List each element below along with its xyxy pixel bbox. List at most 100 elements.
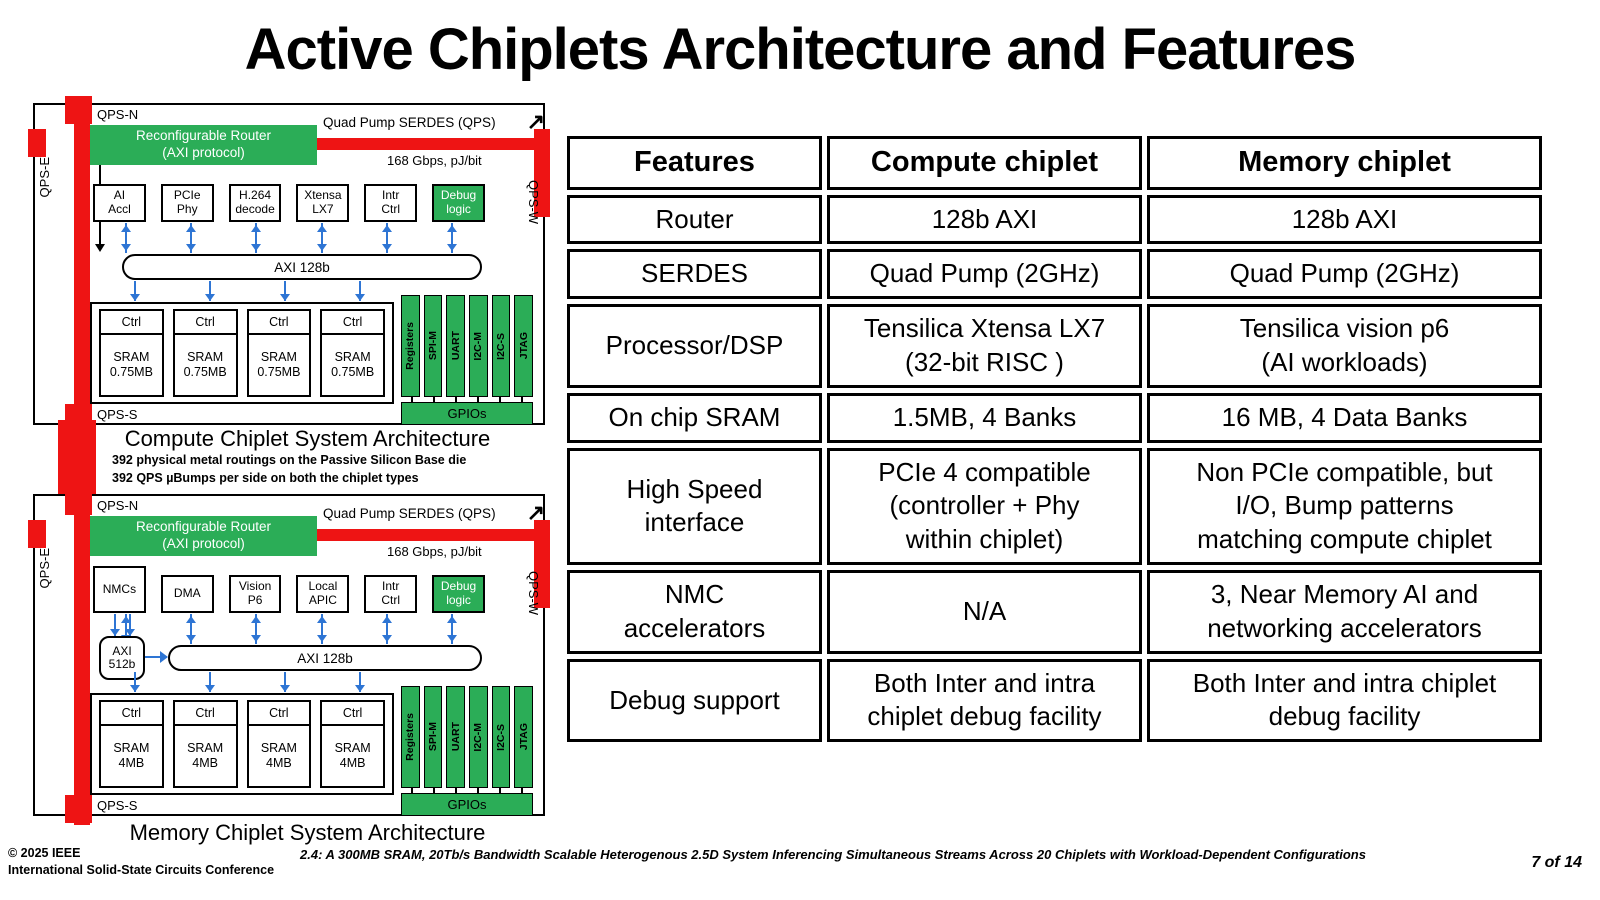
tick bbox=[521, 397, 523, 403]
serdes-arrow-icon: ↗ bbox=[526, 109, 545, 134]
compute-cell: 128b AXI bbox=[827, 194, 1142, 245]
feature-cell: Debug support bbox=[567, 658, 822, 743]
qps-vertical-bus-bar bbox=[74, 489, 90, 825]
qps-west-bump bbox=[534, 129, 550, 217]
down-arrow-icon bbox=[109, 614, 120, 636]
peripheral-registers: Registers bbox=[401, 295, 420, 397]
qps-vertical-bus-bar bbox=[74, 98, 90, 434]
bank-sram-box: SRAM 4MB bbox=[320, 726, 385, 788]
ip-block-intr-ctrl: Intr Ctrl bbox=[364, 575, 418, 613]
down-arrow-icon bbox=[279, 672, 290, 692]
footer-copyright-block: © 2025 IEEE International Solid-State Ci… bbox=[8, 845, 274, 879]
sram-bank: Ctrl SRAM 4MB bbox=[246, 700, 312, 788]
peripheral-label: UART bbox=[449, 331, 462, 361]
double-arrow-icon bbox=[251, 223, 262, 253]
down-arrow-icon bbox=[204, 672, 215, 692]
inter-chiplet-qps-bar bbox=[58, 420, 96, 498]
down-arrow-icon bbox=[129, 672, 140, 692]
table-row: Router 128b AXI 128b AXI bbox=[567, 194, 1542, 245]
bank-sram-box: SRAM 0.75MB bbox=[320, 335, 385, 397]
tick bbox=[521, 788, 523, 794]
serdes-rate-label: 168 Gbps, pJ/bit bbox=[387, 153, 482, 168]
ip-block-vision-p6: Vision P6 bbox=[228, 575, 282, 613]
bank-ctrl-box: Ctrl bbox=[246, 700, 312, 726]
bank-ctrl-box: Ctrl bbox=[320, 700, 385, 726]
axi-128b-bus: AXI 128b bbox=[168, 645, 482, 671]
qps-e-label: QPS-E bbox=[37, 157, 52, 198]
qps-north-bump bbox=[65, 96, 92, 124]
peripheral-spi-m: SPI-M bbox=[423, 686, 443, 788]
down-arrow-icon bbox=[204, 281, 215, 301]
compute-cell: 1.5MB, 4 Banks bbox=[827, 392, 1142, 443]
down-arrow-icon bbox=[124, 614, 135, 636]
bus-connectors bbox=[93, 614, 485, 644]
peripheral-jtag: JTAG bbox=[514, 295, 534, 397]
reconfigurable-router-box: Reconfigurable Router (AXI protocol) bbox=[90, 516, 317, 556]
peripheral-label: JTAG bbox=[517, 332, 530, 360]
serdes-label: Quad Pump SERDES (QPS) bbox=[323, 115, 496, 130]
memory-cell: 3, Near Memory AI and networking acceler… bbox=[1147, 570, 1542, 654]
down-arrow-icon bbox=[279, 281, 290, 301]
double-arrow-icon bbox=[120, 223, 131, 253]
peripheral-label: UART bbox=[449, 722, 462, 752]
tick bbox=[455, 397, 457, 403]
sram-bank: Ctrl SRAM 0.75MB bbox=[320, 309, 385, 397]
down-arrow-icon bbox=[354, 281, 365, 301]
bus-connectors bbox=[93, 223, 485, 253]
sram-bank: Ctrl SRAM 4MB bbox=[320, 700, 385, 788]
compute-chiplet-diagram: ↗ QPS-N QPS-E QPS-W QPS-S Reconfigurable… bbox=[28, 96, 550, 434]
ip-block-row: NMCs DMA Vision P6 Local APIC Intr Ctrl … bbox=[93, 566, 485, 613]
sram-bank-array: Ctrl SRAM 0.75MB Ctrl SRAM 0.75MB Ctrl S… bbox=[90, 302, 394, 404]
qps-s-label: QPS-S bbox=[97, 407, 138, 422]
page-number: 7 of 14 bbox=[1531, 854, 1582, 871]
double-arrow-icon bbox=[316, 614, 327, 644]
peripheral-i2c-m: I2C-M bbox=[469, 295, 488, 397]
header-features: Features bbox=[567, 136, 822, 190]
peripheral-label: Registers bbox=[404, 713, 417, 761]
memory-diagram-caption: Memory Chiplet System Architecture bbox=[129, 820, 486, 845]
tick bbox=[477, 788, 479, 794]
table-row: High Speed interface PCIe 4 compatible (… bbox=[567, 447, 1542, 566]
bank-ctrl-box: Ctrl bbox=[246, 309, 312, 335]
conference-line: International Solid-State Circuits Confe… bbox=[8, 862, 275, 877]
peripheral-column: Registers SPI-M UART I2C-M I2C-S JTAG bbox=[401, 686, 534, 788]
ip-block-local-apic: Local APIC bbox=[296, 575, 350, 613]
peripheral-label: I2C-M bbox=[472, 331, 485, 361]
peripheral-label: Registers bbox=[404, 322, 417, 370]
ip-block-intr-ctrl: Intr Ctrl bbox=[364, 184, 418, 222]
ip-block-pcie-phy: PCIe Phy bbox=[160, 184, 214, 222]
peripheral-i2c-m: I2C-M bbox=[469, 686, 488, 788]
tick bbox=[499, 397, 501, 403]
memory-cell: 128b AXI bbox=[1147, 194, 1542, 245]
sram-bank: Ctrl SRAM 4MB bbox=[172, 700, 238, 788]
qps-w-label: QPS-W bbox=[526, 571, 541, 616]
feature-cell: NMC accelerators bbox=[567, 570, 822, 654]
bank-ctrl-box: Ctrl bbox=[99, 309, 164, 335]
ip-block-ai-accl: AI Accl bbox=[93, 184, 146, 222]
sram-bank-array: Ctrl SRAM 4MB Ctrl SRAM 4MB Ctrl SRAM 4M… bbox=[90, 693, 394, 795]
ip-block-debug-logic: Debug logic bbox=[432, 184, 485, 222]
gpio-box: GPIOs bbox=[401, 793, 533, 816]
qps-east-bump bbox=[28, 520, 46, 548]
qps-north-bump bbox=[65, 487, 92, 515]
memory-cell: 16 MB, 4 Data Banks bbox=[1147, 392, 1542, 443]
feature-cell: SERDES bbox=[567, 249, 822, 300]
feature-cell: On chip SRAM bbox=[567, 392, 822, 443]
tick bbox=[411, 788, 413, 794]
qps-west-bump bbox=[534, 520, 550, 608]
peripheral-column: Registers SPI-M UART I2C-M I2C-S JTAG bbox=[401, 295, 534, 397]
tick bbox=[499, 788, 501, 794]
tick bbox=[477, 397, 479, 403]
qps-serdes-link-bar bbox=[315, 138, 548, 150]
ip-block-xtensa: Xtensa LX7 bbox=[296, 184, 350, 222]
sram-bank: Ctrl SRAM 0.75MB bbox=[172, 309, 238, 397]
compute-cell: Tensilica Xtensa LX7 (32-bit RISC ) bbox=[827, 304, 1142, 388]
compute-cell: Both Inter and intra chiplet debug facil… bbox=[827, 658, 1142, 743]
header-compute-chiplet: Compute chiplet bbox=[827, 136, 1142, 190]
header-memory-chiplet: Memory chiplet bbox=[1147, 136, 1542, 190]
ip-block-h264: H.264 decode bbox=[228, 184, 282, 222]
qps-w-label: QPS-W bbox=[526, 180, 541, 225]
compute-cell: N/A bbox=[827, 570, 1142, 654]
table-row: On chip SRAM 1.5MB, 4 Banks 16 MB, 4 Dat… bbox=[567, 392, 1542, 443]
sram-bank: Ctrl SRAM 0.75MB bbox=[246, 309, 312, 397]
